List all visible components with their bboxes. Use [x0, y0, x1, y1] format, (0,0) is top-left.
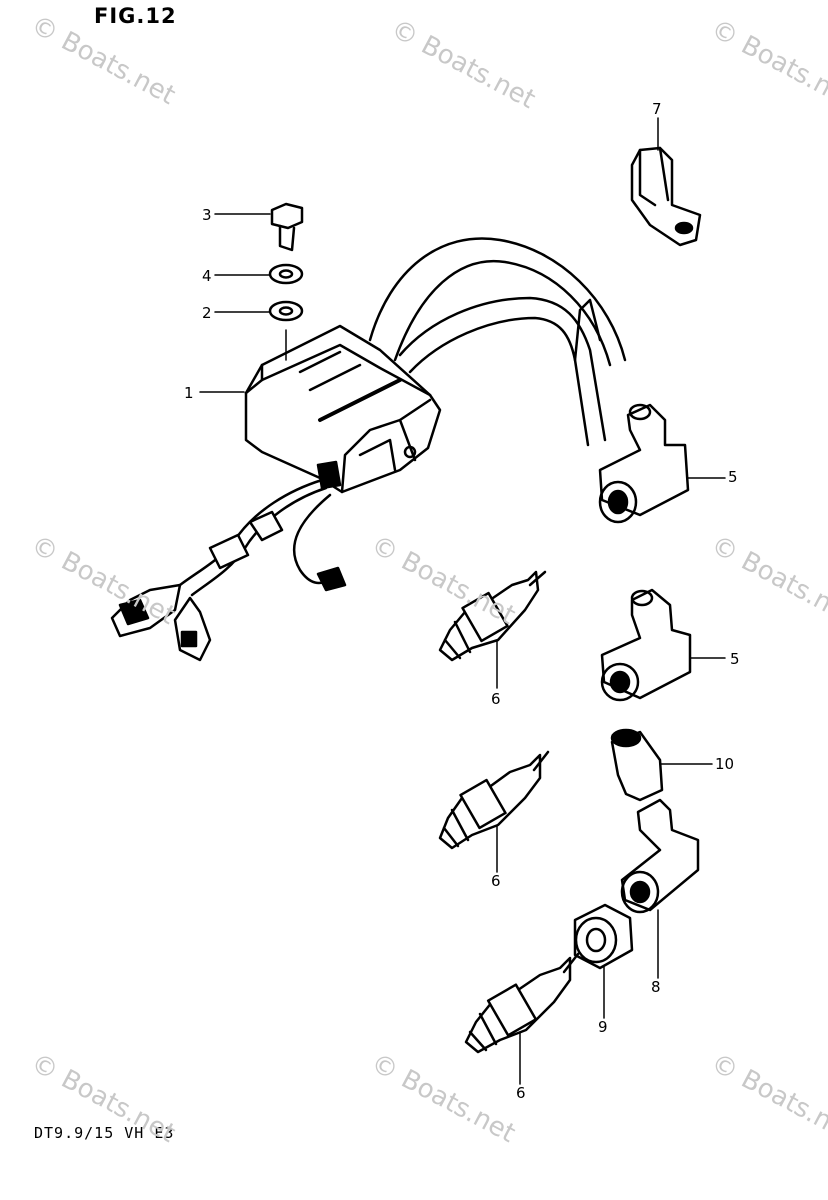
spark-plug-1	[438, 570, 547, 662]
suppressor-ring	[573, 903, 634, 970]
callout-8: 8	[651, 978, 661, 996]
spark-plug-3	[464, 952, 580, 1054]
high-tension-leads	[368, 237, 627, 447]
resistor-cap	[610, 728, 664, 802]
callout-5-lower: 5	[730, 650, 740, 668]
plug-boot-cap	[620, 798, 700, 914]
spark-plug-2	[438, 750, 550, 850]
callout-2: 2	[202, 304, 212, 322]
callout-6-third: 6	[516, 1084, 526, 1102]
callout-6-second: 6	[491, 872, 501, 890]
figure-title: FIG.12	[94, 4, 177, 28]
callout-6-first: 6	[491, 690, 501, 708]
callout-7: 7	[652, 100, 662, 118]
callout-4: 4	[202, 267, 212, 285]
wiring-harness	[110, 478, 347, 662]
lock-washer	[268, 263, 304, 285]
callout-10: 10	[715, 755, 735, 773]
bolt	[270, 202, 304, 252]
flat-washer	[268, 300, 304, 322]
callout-5-upper: 5	[728, 468, 738, 486]
callout-1: 1	[184, 384, 194, 402]
lead-clamp	[630, 146, 702, 247]
ignition-coil-unit	[244, 324, 442, 494]
plug-cap-lower	[600, 588, 692, 702]
plug-cap-upper	[598, 403, 690, 524]
callout-9: 9	[598, 1018, 608, 1036]
callout-3: 3	[202, 206, 212, 224]
leader-lines	[199, 117, 726, 1085]
model-code: DT9.9/15 VH E3	[34, 1124, 175, 1142]
